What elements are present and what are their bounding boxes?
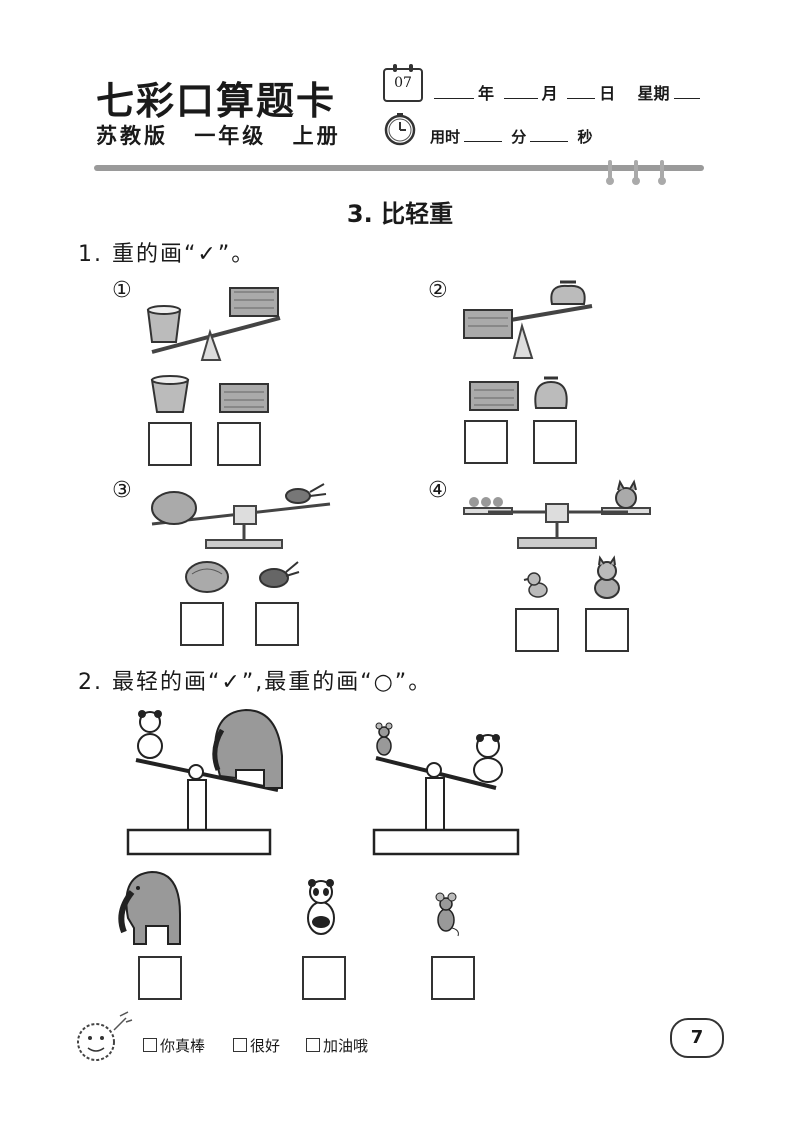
panda-icon xyxy=(473,734,503,783)
rating-keep-going[interactable]: 加油哦 xyxy=(306,1035,368,1056)
calendar-day: 07 xyxy=(394,75,412,91)
seconds-label: 秒 xyxy=(577,128,593,146)
brand-title: 七彩口算题卡 xyxy=(96,79,337,123)
cabbage-icon xyxy=(185,561,229,593)
divider-pin xyxy=(658,160,666,185)
day-label: 日 xyxy=(599,84,616,103)
sack-icon xyxy=(534,376,568,409)
radish-icon xyxy=(259,561,300,588)
panda-icon xyxy=(307,879,335,935)
basket-icon xyxy=(463,309,513,339)
answer-box[interactable] xyxy=(148,422,192,466)
item-1-label: ① xyxy=(112,278,132,303)
answer-box[interactable] xyxy=(180,602,224,646)
answer-box[interactable] xyxy=(431,956,475,1000)
rating-label: 你真棒 xyxy=(160,1037,206,1055)
item-2-scale-illustration xyxy=(463,280,593,359)
answer-box[interactable] xyxy=(464,420,508,464)
section-title: 3. 比轻重 xyxy=(346,200,454,228)
item-4-label: ④ xyxy=(428,478,448,503)
seesaw-panda-elephant-illustration xyxy=(126,708,283,856)
chick-icon xyxy=(469,497,503,507)
elephant-icon xyxy=(118,870,181,945)
answer-box[interactable] xyxy=(302,956,346,1000)
grade: 一年级 xyxy=(194,124,267,148)
weekday-label: 星期 xyxy=(637,84,670,103)
item-3-label: ③ xyxy=(112,478,132,503)
sack-icon xyxy=(550,280,586,305)
rating-label: 加油哦 xyxy=(323,1037,369,1055)
answer-box[interactable] xyxy=(533,420,577,464)
seesaw-mouse-panda-illustration xyxy=(372,722,520,856)
answer-box[interactable] xyxy=(138,956,182,1000)
question-1-text: 1. 重的画“✓”。 xyxy=(78,242,256,267)
bucket-icon xyxy=(150,375,190,413)
cat-icon xyxy=(594,555,620,599)
edition-info: 苏教版 一年级 上册 xyxy=(96,120,357,150)
answer-box[interactable] xyxy=(585,608,629,652)
item-3-scale-illustration xyxy=(151,483,331,549)
panda-icon xyxy=(137,710,163,759)
elephant-icon xyxy=(212,708,283,789)
year-label: 年 xyxy=(478,84,495,103)
answer-box[interactable] xyxy=(515,608,559,652)
volume: 上册 xyxy=(292,124,341,148)
item-1-scale-illustration xyxy=(146,287,281,361)
minutes-label: 分 xyxy=(511,128,527,146)
basket-icon xyxy=(229,287,279,317)
mouse-icon xyxy=(435,892,459,937)
cabbage-icon xyxy=(151,491,197,525)
calendar-icon: 07 xyxy=(383,64,423,102)
item-2-label: ② xyxy=(428,278,448,303)
answer-box[interactable] xyxy=(217,422,261,466)
month-label: 月 xyxy=(541,84,558,103)
header-divider xyxy=(94,165,704,171)
divider-pin xyxy=(606,160,614,185)
radish-icon xyxy=(285,483,327,504)
publisher: 苏教版 xyxy=(96,124,168,148)
mascot-icon xyxy=(77,1011,133,1061)
rating-excellent[interactable]: 你真棒 xyxy=(143,1035,205,1056)
question-2-text: 2. 最轻的画“✓”,最重的画“○”。 xyxy=(78,670,433,695)
basket-icon xyxy=(219,383,269,413)
chick-icon xyxy=(523,572,548,598)
bucket-icon xyxy=(146,305,182,343)
rating-checkbox[interactable] xyxy=(306,1038,320,1052)
rating-checkbox[interactable] xyxy=(143,1038,157,1052)
cat-icon xyxy=(615,479,637,509)
rating-checkbox[interactable] xyxy=(233,1038,247,1052)
item-4-scale-illustration xyxy=(463,479,651,549)
time-line: 用时 分 秒 xyxy=(430,126,593,147)
clock-icon xyxy=(384,113,416,146)
rating-label: 很好 xyxy=(250,1037,281,1055)
date-line: 年 月 日 星期 xyxy=(430,80,704,104)
page-number: 7 xyxy=(670,1018,724,1058)
answer-box[interactable] xyxy=(255,602,299,646)
divider-pin xyxy=(632,160,640,185)
basket-icon xyxy=(469,381,519,411)
time-used-label: 用时 xyxy=(430,128,461,146)
mouse-icon xyxy=(375,722,393,756)
rating-good[interactable]: 很好 xyxy=(233,1035,280,1056)
